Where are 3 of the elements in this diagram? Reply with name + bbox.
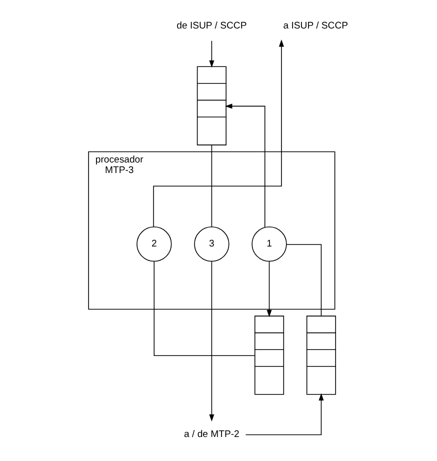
node-text: de ISUP / SCCP — [176, 20, 247, 32]
node-text: a / de MTP-2 — [184, 429, 240, 440]
node-text: a ISUP / SCCP — [283, 20, 348, 32]
